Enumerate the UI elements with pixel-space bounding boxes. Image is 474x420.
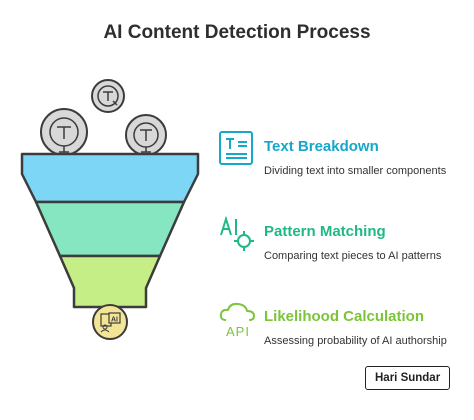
text-token-icon [125, 114, 167, 156]
funnel-layer-matching [34, 200, 186, 258]
funnel-layer-breakdown [20, 152, 200, 204]
step-description: Comparing text pieces to AI patterns [264, 250, 442, 262]
cloud-api-icon: API [219, 302, 255, 339]
result-circle: AI [92, 304, 128, 340]
step-heading: Likelihood Calculation [264, 308, 425, 325]
document-text-icon [219, 131, 253, 165]
funnel-layer-likelihood [58, 254, 162, 309]
step-description: Dividing text into smaller components [264, 165, 447, 177]
step-heading: Pattern Matching [264, 223, 386, 240]
result-ai-label: AI [111, 317, 118, 324]
author-badge: Hari Sundar [365, 366, 451, 390]
text-token-icon [40, 108, 88, 156]
diagram-title: AI Content Detection Process [103, 22, 371, 43]
step-heading: Text Breakdown [264, 138, 379, 155]
api-label: API [226, 324, 250, 339]
text-token-icon [91, 79, 125, 113]
step-description: Assessing probability of AI authorship [264, 335, 447, 347]
ai-target-icon [220, 215, 254, 251]
